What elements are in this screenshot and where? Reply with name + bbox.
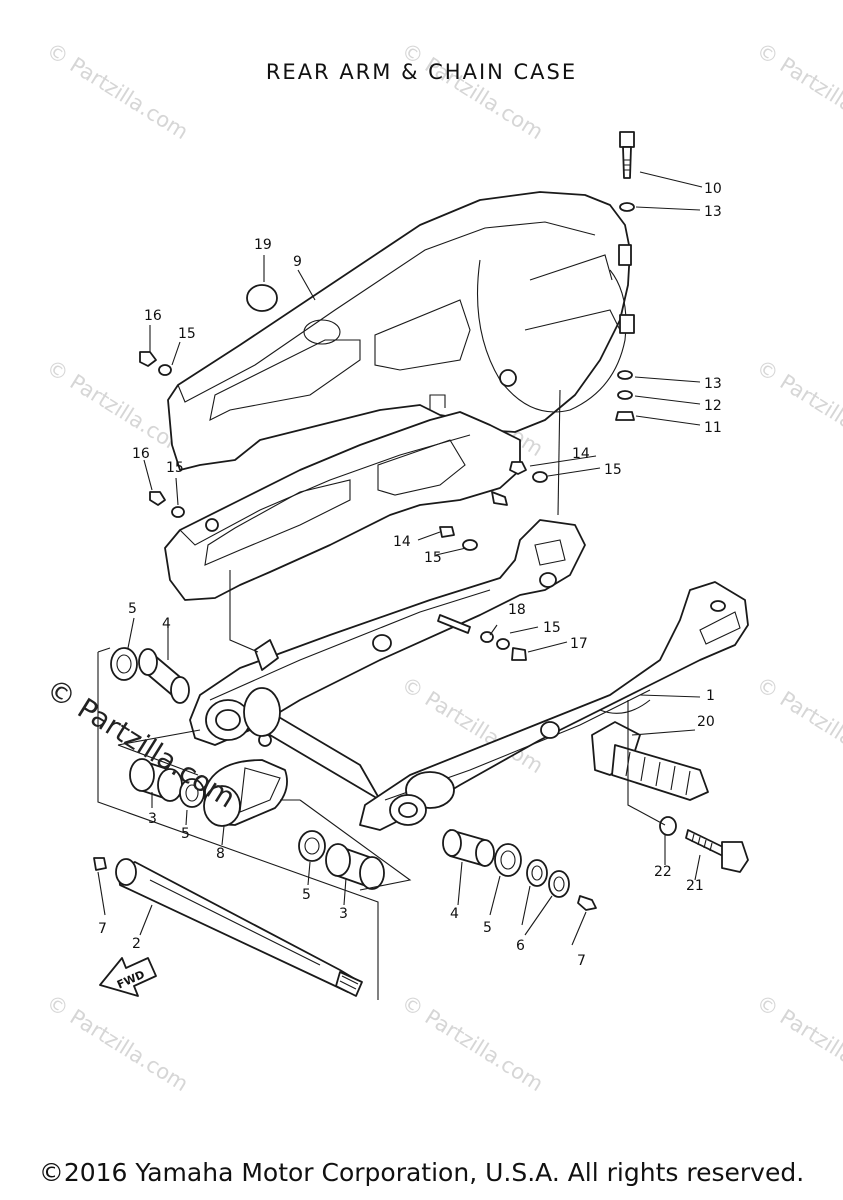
callout-16: 16	[132, 446, 150, 462]
callout-18: 18	[508, 602, 526, 618]
copyright-notice: ©2016 Yamaha Motor Corporation, U.S.A. A…	[38, 1158, 805, 1187]
callout-4: 4	[450, 906, 459, 922]
callout-15: 15	[604, 462, 622, 478]
swing-arm	[189, 519, 749, 831]
callout-1: 1	[706, 688, 715, 704]
callout-11: 11	[704, 420, 722, 436]
footrest-assembly	[591, 721, 749, 873]
callout-14: 14	[393, 534, 411, 550]
callout-2: 2	[132, 936, 141, 952]
callout-10: 10	[704, 181, 722, 197]
callout-19: 19	[254, 237, 272, 253]
callout-20: 20	[697, 714, 715, 730]
bushings-and-seals	[110, 647, 597, 911]
callout-22: 22	[654, 864, 672, 880]
callout-15: 15	[543, 620, 561, 636]
callout-15: 15	[424, 550, 442, 566]
callout-5: 5	[181, 826, 190, 842]
callout-15: 15	[166, 460, 184, 476]
chain-case-upper	[167, 191, 631, 471]
callout-labels: 1 2 3 3 4 4 5 5 5 5 6 7 7 8 9 10 11 12 1…	[98, 181, 722, 969]
pivot-shaft	[93, 857, 363, 997]
forward-arrow-icon: FWD	[99, 957, 157, 997]
callout-15: 15	[178, 326, 196, 342]
callout-5: 5	[302, 887, 311, 903]
callout-4: 4	[162, 616, 171, 632]
callout-7: 7	[577, 953, 586, 969]
callout-3: 3	[148, 811, 157, 827]
callout-13: 13	[704, 204, 722, 220]
chain-case-lower	[164, 411, 521, 601]
callout-5: 5	[483, 920, 492, 936]
callout-8: 8	[216, 846, 225, 862]
callout-12: 12	[704, 398, 722, 414]
leader-lines	[97, 171, 703, 1000]
callout-7: 7	[98, 921, 107, 937]
callout-5: 5	[128, 601, 137, 617]
callout-9: 9	[293, 254, 302, 270]
callout-6: 6	[516, 938, 525, 954]
callout-17: 17	[570, 636, 588, 652]
exploded-view: FWD 1 2 3 3 4 4 5 5 5 5 6 7 7 8 9 10 11 …	[93, 131, 749, 1000]
callout-3: 3	[339, 906, 348, 922]
hardware	[139, 131, 635, 661]
diagram-title: REAR ARM & CHAIN CASE	[265, 60, 578, 84]
callout-14: 14	[572, 446, 590, 462]
callout-21: 21	[686, 878, 704, 894]
callout-16: 16	[144, 308, 162, 324]
callout-13: 13	[704, 376, 722, 392]
